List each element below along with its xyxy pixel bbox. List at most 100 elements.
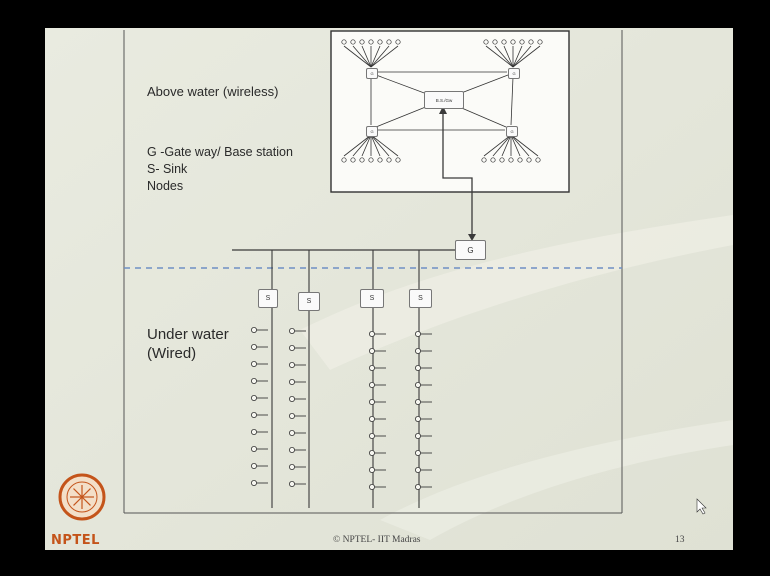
sensor-node bbox=[250, 394, 257, 401]
sensor-node bbox=[288, 344, 295, 351]
inset-sensor-node bbox=[490, 157, 496, 163]
nptel-logo-text: NPTEL bbox=[51, 533, 100, 548]
sensor-node bbox=[288, 412, 295, 419]
inset-sensor-node bbox=[341, 157, 347, 163]
inset-sensor-node bbox=[517, 157, 523, 163]
sensor-node bbox=[414, 449, 421, 456]
inset-gateway-box: G bbox=[366, 126, 378, 137]
sensor-node bbox=[368, 449, 375, 456]
sensor-node bbox=[414, 415, 421, 422]
sensor-node bbox=[250, 343, 257, 350]
legend-nodes: Nodes bbox=[147, 179, 184, 193]
inset-gateway-box: G bbox=[508, 68, 520, 79]
sensor-node bbox=[288, 480, 295, 487]
inset-sensor-node bbox=[510, 39, 516, 45]
inset-sensor-node bbox=[501, 39, 507, 45]
sensor-node bbox=[368, 347, 375, 354]
inset-base-station-box: B.S./Gw bbox=[424, 91, 464, 109]
inset-link bbox=[352, 45, 372, 68]
sink-box: S bbox=[298, 292, 320, 311]
inset-sensor-node bbox=[386, 157, 392, 163]
sensor-node bbox=[368, 432, 375, 439]
sensor-node bbox=[368, 381, 375, 388]
inset-link bbox=[370, 134, 399, 157]
sensor-node bbox=[250, 428, 257, 435]
background-swirl bbox=[300, 215, 733, 370]
arrowhead bbox=[439, 106, 447, 114]
mouse-cursor-icon bbox=[696, 498, 707, 515]
nptel-logo-icon bbox=[66, 481, 98, 513]
sensor-node bbox=[250, 411, 257, 418]
sink-box: S bbox=[258, 289, 278, 308]
sensor-node bbox=[368, 415, 375, 422]
inset-sensor-node bbox=[483, 39, 489, 45]
page-number: 13 bbox=[675, 535, 685, 545]
inset-sensor-node bbox=[350, 39, 356, 45]
inset-link bbox=[510, 134, 539, 157]
sensor-node bbox=[250, 445, 257, 452]
inset-sensor-node bbox=[528, 39, 534, 45]
nptel-logo-icon bbox=[73, 496, 83, 506]
sensor-node bbox=[250, 360, 257, 367]
inset-link bbox=[361, 45, 372, 68]
inset-link bbox=[483, 134, 512, 157]
sink-box: S bbox=[409, 289, 432, 308]
inset-frame bbox=[330, 30, 570, 193]
inset-gateway-box: G bbox=[366, 68, 378, 79]
inset-sensor-node bbox=[377, 157, 383, 163]
sensor-node bbox=[414, 364, 421, 371]
inset-sensor-node bbox=[395, 39, 401, 45]
background-swirl bbox=[380, 420, 733, 540]
inset-sensor-node bbox=[386, 39, 392, 45]
inset-sensor-node bbox=[395, 157, 401, 163]
above-water-label: Above water (wireless) bbox=[147, 84, 279, 99]
sensor-node bbox=[414, 432, 421, 439]
inset-link bbox=[501, 134, 512, 157]
sensor-node bbox=[414, 466, 421, 473]
network-diagram bbox=[58, 30, 707, 521]
gateway-box: G bbox=[455, 240, 486, 260]
sensor-node bbox=[368, 483, 375, 490]
wired-label: (Wired) bbox=[147, 345, 197, 362]
inset-link bbox=[370, 45, 399, 68]
arrowhead bbox=[468, 234, 476, 241]
inset-sensor-node bbox=[359, 39, 365, 45]
sensor-node bbox=[368, 466, 375, 473]
inset-link bbox=[361, 134, 372, 157]
inset-sensor-node bbox=[519, 39, 525, 45]
inset-gateway-box: G bbox=[506, 126, 518, 137]
legend-sink: S- Sink bbox=[147, 162, 188, 176]
footer-copyright: © NPTEL- IIT Madras bbox=[333, 535, 421, 545]
sensor-node bbox=[368, 330, 375, 337]
sensor-node bbox=[414, 398, 421, 405]
sensor-node bbox=[414, 330, 421, 337]
sensor-node bbox=[288, 446, 295, 453]
nptel-logo-icon bbox=[73, 488, 83, 498]
inset-link bbox=[503, 45, 514, 68]
inset-sensor-node bbox=[368, 39, 374, 45]
legend-gateway: G -Gate way/ Base station bbox=[147, 145, 293, 159]
inset-link bbox=[510, 76, 514, 126]
inset-sensor-node bbox=[526, 157, 532, 163]
under-water-label: Under water bbox=[147, 326, 229, 343]
sensor-node bbox=[288, 361, 295, 368]
inset-link bbox=[494, 45, 514, 68]
inset-link bbox=[370, 45, 390, 68]
sensor-node bbox=[250, 326, 257, 333]
inset-link bbox=[352, 134, 372, 157]
inset-sensor-node bbox=[537, 39, 543, 45]
sink-box: S bbox=[360, 289, 384, 308]
sensor-node bbox=[368, 364, 375, 371]
inset-link bbox=[370, 134, 390, 157]
inset-link bbox=[485, 45, 514, 68]
inset-link bbox=[512, 45, 523, 68]
sensor-node bbox=[250, 479, 257, 486]
sensor-node bbox=[288, 378, 295, 385]
inset-sensor-node bbox=[499, 157, 505, 163]
inset-link bbox=[510, 134, 521, 157]
sensor-node bbox=[250, 462, 257, 469]
sensor-node bbox=[414, 483, 421, 490]
inset-link bbox=[512, 45, 541, 68]
nptel-logo-icon bbox=[81, 496, 91, 506]
